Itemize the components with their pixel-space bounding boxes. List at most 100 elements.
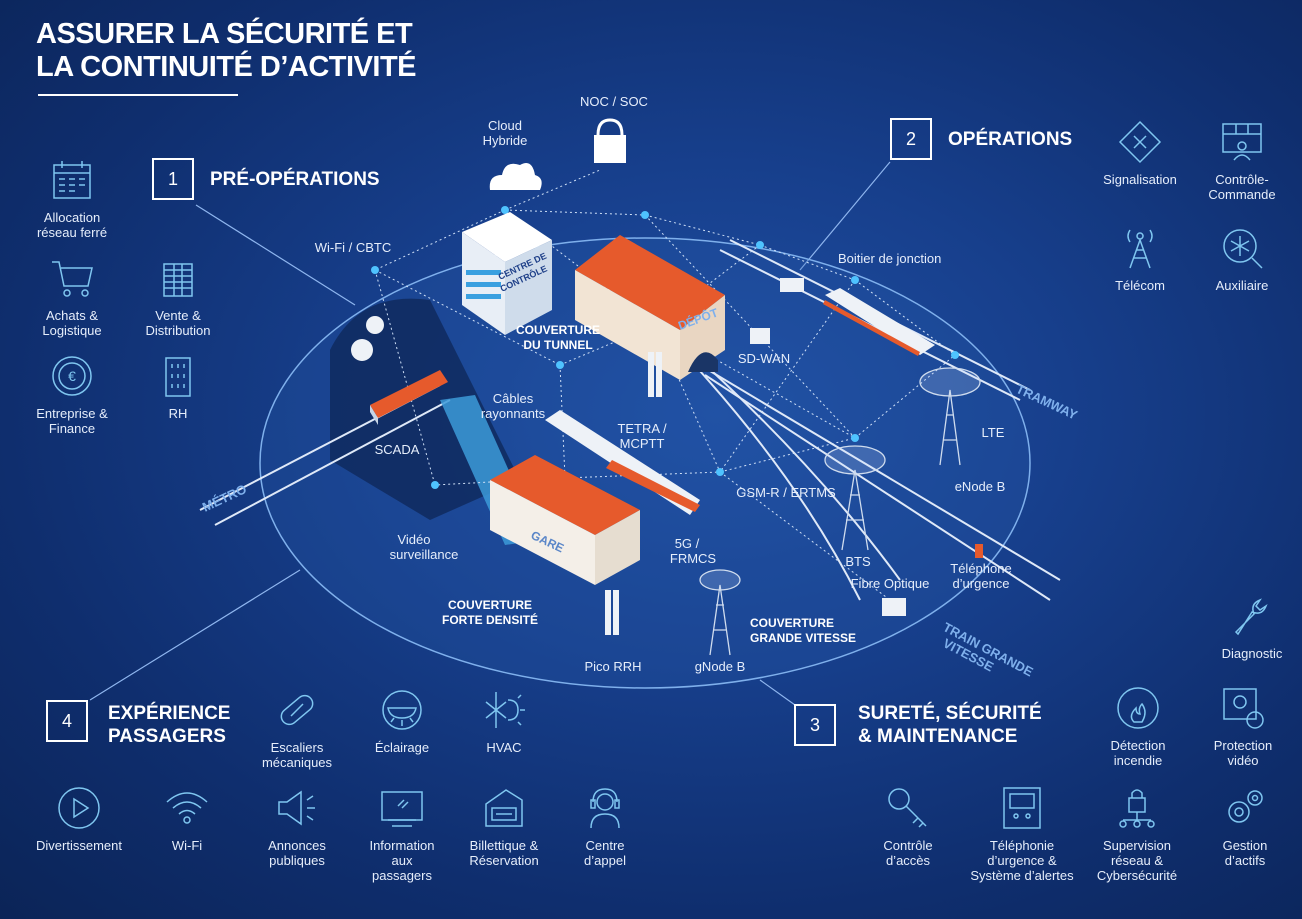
label-scada: SCADA <box>375 442 420 457</box>
label-diagnostic: Diagnostic <box>1221 646 1283 661</box>
label-bts: BTS <box>845 554 871 569</box>
label-eclairage: Éclairage <box>374 740 430 755</box>
label-supervision-1: Supervision <box>1103 838 1171 853</box>
label-rh: RH <box>168 406 188 421</box>
metro-train <box>370 370 448 425</box>
label-controle-2: Commande <box>1208 187 1276 202</box>
label-5g-2: FRMCS <box>670 551 717 566</box>
label-couv-gv-2: GRANDE VITESSE <box>750 631 856 645</box>
info-screen-icon <box>380 786 424 830</box>
label-supervision-3: Cybersécurité <box>1096 868 1178 883</box>
label-vente-1: Vente & <box>155 308 201 323</box>
svg-text:€: € <box>68 368 76 384</box>
label-billettique-2: Réservation <box>469 853 539 868</box>
label-telecom: Télécom <box>1115 278 1165 293</box>
label-protection-2: vidéo <box>1227 753 1259 768</box>
label-achats-2: Logistique <box>42 323 102 338</box>
section-2-box: 2 <box>890 118 932 160</box>
item-entreprise: € Entreprise &Finance <box>20 354 124 436</box>
lock-icon <box>594 118 626 163</box>
section-4-title-line-2: PASSAGERS <box>108 726 226 747</box>
station-building <box>490 455 640 585</box>
label-telephonie-2: d’urgence & <box>987 853 1057 868</box>
page-title: ASSURER LA SÉCURITÉ ET LA CONTINUITÉ D’A… <box>36 18 456 84</box>
control-panel-icon <box>1220 120 1264 164</box>
section-4-title-line-1: EXPÉRIENCE <box>108 703 231 724</box>
label-supervision-2: réseau & <box>1110 853 1164 868</box>
label-divertissement: Divertissement <box>36 838 122 853</box>
label-fibre: Fibre Optique <box>851 576 930 591</box>
cloud-icon <box>489 162 542 190</box>
label-annonces-1: Annonces <box>268 838 326 853</box>
item-hvac: HVAC <box>452 688 556 755</box>
item-achats: Achats &Logistique <box>20 256 124 338</box>
label-sdwan: SD-WAN <box>738 351 790 366</box>
label-entreprise-2: Finance <box>48 421 96 436</box>
label-achats-1: Achats & <box>45 308 99 323</box>
label-couv-gv-1: COUVERTURE <box>750 616 834 630</box>
item-vente: Vente &Distribution <box>126 256 230 338</box>
euro-coin-icon: € <box>50 354 94 398</box>
label-vente-2: Distribution <box>145 323 211 338</box>
section-3-box: 3 <box>794 704 836 746</box>
label-escaliers-1: Escaliers <box>270 740 324 755</box>
label-entreprise-1: Entreprise & <box>36 406 108 421</box>
antenna-icon <box>1118 226 1162 270</box>
play-icon <box>57 786 101 830</box>
fire-detector-icon <box>1116 686 1160 730</box>
camera-screen-icon <box>1221 686 1265 730</box>
label-escaliers-2: mécaniques <box>261 755 333 770</box>
label-lte: LTE <box>982 425 1005 440</box>
label-information-3: passagers <box>372 868 432 883</box>
label-wifi: Wi-Fi <box>171 838 203 853</box>
label-information-1: Information <box>369 838 435 853</box>
section-4-title: EXPÉRIENCE PASSAGERS <box>108 702 230 748</box>
label-boitier: Boitier de jonction <box>838 251 941 266</box>
section-1-title: PRÉ-OPÉRATIONS <box>210 169 380 190</box>
label-cables-1: Câbles <box>493 391 534 406</box>
label-tetra-2: MCPTT <box>620 436 665 451</box>
label-annonces-2: publiques <box>269 853 325 868</box>
ceiling-light-icon <box>380 688 424 732</box>
label-pico: Pico RRH <box>584 659 641 674</box>
item-diagnostic: Diagnostic <box>1200 594 1302 661</box>
label-5g-1: 5G / <box>675 536 700 551</box>
label-tetra-1: TETRA / <box>617 421 667 436</box>
connector-s2 <box>799 161 891 271</box>
label-information-2: aux <box>391 853 413 868</box>
hvac-icon <box>482 688 526 732</box>
wrench-icon <box>1230 594 1274 638</box>
label-auxiliaire: Auxiliaire <box>1215 278 1269 293</box>
key-icon <box>886 786 930 830</box>
item-auxiliaire: Auxiliaire <box>1190 226 1294 293</box>
section-3-title: SURETÉ, SÉCURITÉ & MAINTENANCE <box>858 702 1042 748</box>
connector-s1 <box>195 204 356 306</box>
label-cloud-1: Cloud <box>488 118 522 133</box>
devices <box>351 278 983 635</box>
label-detection-2: incendie <box>1113 753 1163 768</box>
label-allocation-1: Allocation <box>43 210 101 225</box>
headset-agent-icon <box>583 786 627 830</box>
item-controle-commande: Contrôle-Commande <box>1190 120 1294 202</box>
label-controle-1: Contrôle- <box>1215 172 1269 187</box>
item-telecom: Télécom <box>1088 226 1192 293</box>
cart-icon <box>50 256 94 300</box>
section-3-title-line-2: & MAINTENANCE <box>858 726 1018 747</box>
label-tel-urgence-1: Téléphone <box>950 561 1011 576</box>
label-acces-2: d’accès <box>885 853 931 868</box>
high-speed-train <box>545 410 700 515</box>
connector-s3 <box>759 679 796 706</box>
section-1-box: 1 <box>152 158 194 200</box>
title-line-1: ASSURER LA SÉCURITÉ ET <box>36 18 413 50</box>
label-metro: MÉTRO <box>200 481 249 514</box>
